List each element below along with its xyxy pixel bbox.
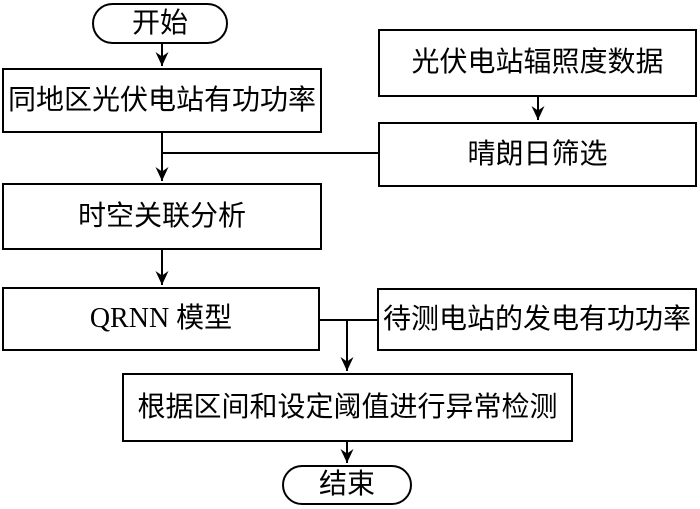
node-tested-station-power-label: 待测电站的发电有功功率 [382, 303, 691, 335]
node-tested-station-power: 待测电站的发电有功功率 [377, 288, 697, 351]
node-clear-day-filter-label: 晴朗日筛选 [467, 138, 608, 170]
node-anomaly-detection: 根据区间和设定阈值进行异常检测 [122, 373, 573, 442]
node-clear-day-filter: 晴朗日筛选 [378, 122, 697, 187]
node-qrnn-model: QRNN 模型 [2, 287, 320, 351]
node-same-region-power-label: 同地区光伏电站有功功率 [7, 84, 316, 116]
node-anomaly-detection-label: 根据区间和设定阈值进行异常检测 [137, 391, 558, 423]
node-spatiotemporal-analysis: 时空关联分析 [2, 183, 322, 250]
node-start-label: 开始 [131, 7, 188, 39]
node-end-terminator: 结束 [282, 465, 412, 505]
node-irradiance-data-label: 光伏电站辐照度数据 [411, 47, 664, 78]
node-qrnn-model-label: QRNN 模型 [89, 303, 233, 334]
node-start-terminator: 开始 [92, 3, 228, 44]
node-spatiotemporal-analysis-label: 时空关联分析 [77, 200, 246, 232]
node-same-region-power: 同地区光伏电站有功功率 [2, 68, 322, 133]
node-end-label: 结束 [318, 469, 375, 500]
node-irradiance-data: 光伏电站辐照度数据 [378, 29, 697, 97]
